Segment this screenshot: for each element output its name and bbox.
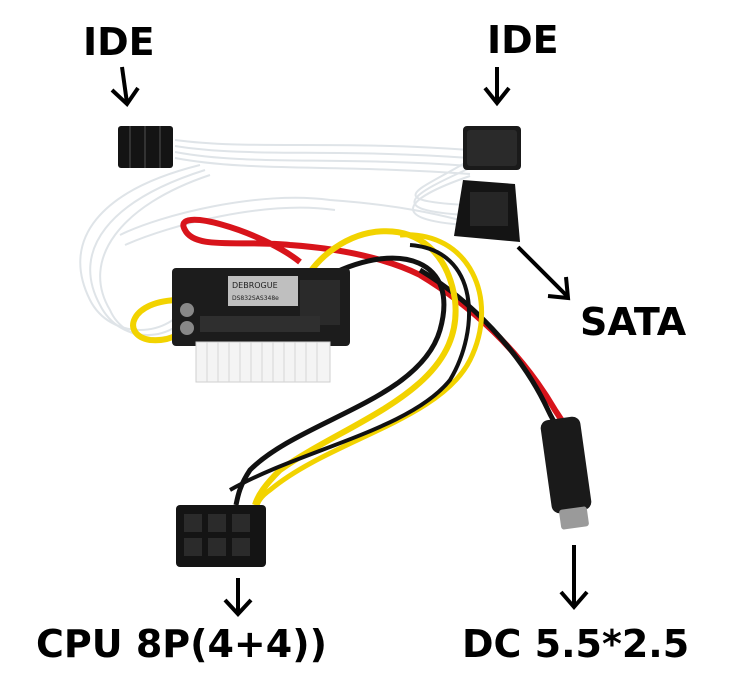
arrow-ide-left xyxy=(110,66,140,108)
sata-connector xyxy=(454,180,520,242)
arrow-ide-right xyxy=(483,67,511,107)
red-wire xyxy=(180,216,573,437)
arrow-dc xyxy=(559,545,589,611)
label-dc: DC 5.5*2.5 xyxy=(462,622,690,666)
ide-connector-left xyxy=(118,126,173,168)
picopsu-board: DEBROGUE DS832SAS348e xyxy=(172,268,350,346)
cpu-8pin-connector xyxy=(176,505,266,567)
dc-jack xyxy=(540,416,592,530)
yellow-wire xyxy=(252,228,459,506)
arrows xyxy=(110,66,589,617)
atx-24pin-connector xyxy=(195,341,331,383)
black-wire-cpu xyxy=(233,255,447,506)
label-ide-right: IDE xyxy=(487,18,559,62)
black-wire-2 xyxy=(229,243,472,492)
chip-label-1: DEBROGUE xyxy=(232,281,278,290)
arrow-cpu xyxy=(223,578,253,617)
label-cpu: CPU 8P(4+4)) xyxy=(36,622,327,666)
arrow-sata xyxy=(516,245,571,301)
label-ide-left: IDE xyxy=(83,20,155,64)
label-sata: SATA xyxy=(580,300,687,344)
chip-label-2: DS832SAS348e xyxy=(232,295,279,302)
ide-connector-right xyxy=(463,126,521,170)
yellow-wire-2 xyxy=(253,232,485,509)
